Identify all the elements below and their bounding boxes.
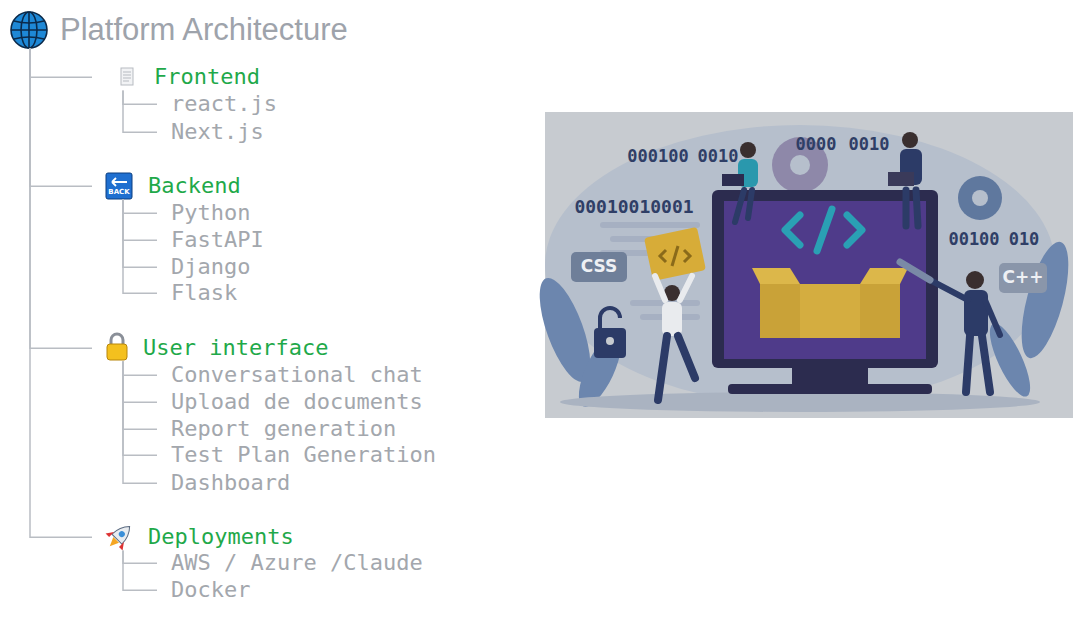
illustration-text: C++: [999, 269, 1047, 286]
tree-line: [123, 361, 157, 429]
node-text: Flask: [171, 280, 237, 306]
tree-line: [123, 361, 157, 402]
tree-branch: Deployments: [92, 524, 298, 550]
tree-leaf: Report generation: [157, 416, 400, 442]
node-text: Frontend: [154, 64, 260, 90]
node-text: User interface: [143, 335, 328, 361]
node-text: Docker: [171, 577, 250, 603]
tree-line: [123, 199, 157, 293]
tree-leaf: Django: [157, 254, 254, 280]
illustration-text: 000100: [626, 148, 690, 165]
tree-line: [123, 361, 157, 455]
tree-leaf: Upload de documents: [157, 389, 427, 415]
tree-leaf: Next.js: [157, 119, 268, 145]
tree-line: [123, 550, 157, 563]
illustration-text: 00010010001: [570, 198, 698, 216]
tree-line: [30, 48, 92, 537]
tree-leaf: Python: [157, 200, 254, 226]
tree-leaf: FastAPI: [157, 227, 268, 253]
tree-line: [123, 90, 157, 132]
tree-leaf: AWS / Azure /Claude: [157, 550, 427, 576]
node-text: Backend: [148, 173, 241, 199]
illustration-text: 010: [1006, 231, 1042, 248]
node-text: Upload de documents: [171, 389, 423, 415]
tree-line: [123, 90, 157, 104]
node-text: react.js: [171, 91, 277, 117]
tree-line: [123, 199, 157, 240]
node-text: Django: [171, 254, 250, 280]
icon-text: BACK: [106, 189, 132, 196]
node-text: Platform Architecture: [60, 11, 348, 48]
tree-line: [123, 199, 157, 267]
tree-line: [30, 48, 92, 186]
tree-line: [30, 48, 92, 348]
tree-leaf: Dashboard: [157, 470, 294, 496]
illustration-text: CSS: [571, 258, 627, 275]
illustration-text: 0010: [846, 136, 892, 153]
illustration-text: 0000: [793, 136, 839, 153]
illustration-text: 00100: [946, 231, 1002, 248]
node-text: Next.js: [171, 119, 264, 145]
node-text: Deployments: [148, 524, 294, 550]
node-text: Conversational chat: [171, 362, 423, 388]
tree-line: [123, 361, 157, 483]
node-text: AWS / Azure /Claude: [171, 550, 423, 576]
illustration-text: 0010: [696, 148, 740, 165]
tree-leaf: Flask: [157, 280, 241, 306]
tree-root: Platform Architecture: [10, 11, 352, 48]
tree-leaf: Test Plan Generation: [157, 442, 440, 468]
node-text: Dashboard: [171, 470, 290, 496]
tree-branch: User interface: [92, 335, 332, 361]
tree-leaf: Docker: [157, 577, 254, 603]
node-text: Report generation: [171, 416, 396, 442]
tree-line: [123, 550, 157, 590]
node-text: Python: [171, 200, 250, 226]
tree-leaf: react.js: [157, 91, 281, 117]
tree-line: [123, 199, 157, 213]
tree-branch: Frontend: [92, 64, 264, 90]
tree-leaf: Conversational chat: [157, 362, 427, 388]
node-text: Test Plan Generation: [171, 442, 436, 468]
tree-line: [30, 48, 92, 77]
node-text: FastAPI: [171, 227, 264, 253]
tree-line: [123, 361, 157, 375]
